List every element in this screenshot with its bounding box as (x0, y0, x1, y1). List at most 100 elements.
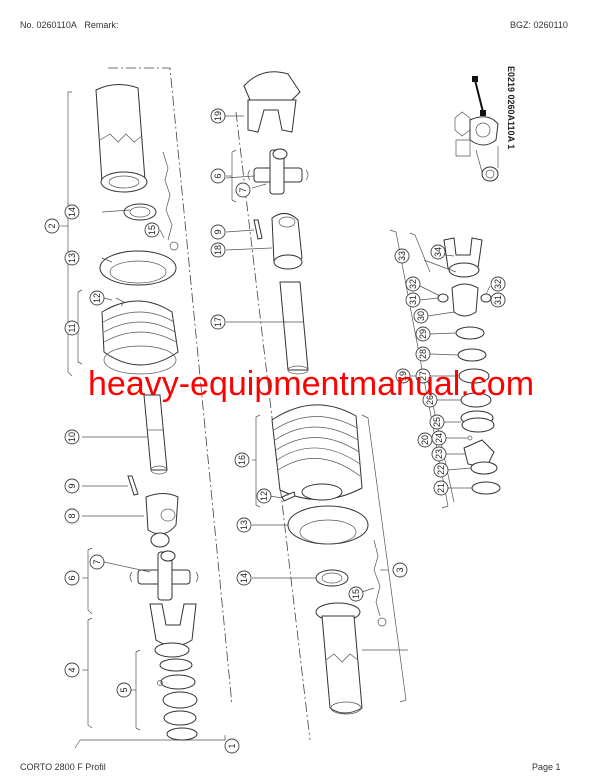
svg-text:20: 20 (420, 435, 430, 445)
svg-text:25: 25 (432, 417, 442, 427)
callout-10: 10 (64, 429, 80, 445)
bellows-center (271, 404, 363, 501)
callout-9-left: 9 (64, 478, 80, 494)
svg-text:26: 26 (425, 395, 435, 405)
protection-cone-left (99, 250, 177, 286)
svg-text:27: 27 (418, 371, 428, 381)
safety-chain-center (373, 539, 387, 627)
callout-26: 26 (422, 392, 438, 408)
svg-text:24: 24 (434, 433, 444, 443)
svg-text:9: 9 (67, 483, 77, 488)
svg-text:16: 16 (237, 455, 247, 465)
callout-12-left: 12 (89, 290, 105, 306)
outer-profile-tube-center (279, 281, 309, 375)
bearing-ring-left (123, 203, 157, 221)
callout-12-center: 12 (256, 488, 272, 504)
callout-19-top: 19 (210, 108, 226, 124)
figure-code: E0219 0260A110A 1 (506, 66, 516, 150)
callout-2: 2 (44, 218, 60, 234)
callout-16: 16 (234, 452, 250, 468)
svg-text:5: 5 (119, 687, 129, 692)
cross-journal-center (247, 148, 309, 195)
svg-text:13: 13 (239, 520, 249, 530)
svg-text:23: 23 (434, 449, 444, 459)
clutch-rings-left (157, 658, 198, 741)
callout-15-left: 15 (144, 222, 160, 238)
callout-15-center: 15 (348, 586, 364, 602)
protection-cone-center (287, 505, 369, 545)
svg-text:19: 19 (398, 371, 408, 381)
remark-label: Remark: (84, 20, 119, 30)
page-number: Page 1 (532, 762, 561, 772)
callout-20: 20 (417, 432, 433, 448)
callout-1: 1 (224, 738, 240, 754)
callout-25: 25 (429, 414, 445, 430)
svg-text:31: 31 (408, 295, 418, 305)
svg-text:15: 15 (351, 589, 361, 599)
cross-journal-left (129, 550, 199, 601)
svg-text:32: 32 (493, 279, 503, 289)
svg-text:10: 10 (67, 432, 77, 442)
callout-9-center: 9 (210, 224, 226, 240)
callout-27: 27 (415, 368, 431, 384)
callout-31-left: 31 (405, 292, 421, 308)
svg-text:31: 31 (493, 295, 503, 305)
callout-17: 17 (210, 314, 226, 330)
callout-4: 4 (64, 662, 80, 678)
document-number: No. 0260110A Remark: (20, 20, 118, 30)
outer-tube-left (95, 84, 148, 193)
assembly-outline (74, 67, 311, 749)
callout-23: 23 (431, 446, 447, 462)
callout-29: 29 (415, 326, 431, 342)
svg-text:28: 28 (418, 349, 428, 359)
svg-text:11: 11 (67, 323, 77, 332)
svg-text:32: 32 (408, 279, 418, 289)
safety-chain-left (162, 151, 179, 251)
svg-text:14: 14 (239, 573, 249, 583)
bellows-left (101, 297, 179, 375)
callout-6-left: 6 (64, 570, 80, 586)
callout-32-right: 32 (490, 276, 506, 292)
callout-18: 18 (210, 242, 226, 258)
callout-6-center: 6 (210, 168, 226, 184)
svg-text:19: 19 (213, 111, 223, 121)
callout-19-right: 19 (395, 368, 411, 384)
leader-lines (82, 115, 492, 651)
svg-text:7: 7 (92, 559, 102, 564)
svg-text:17: 17 (213, 317, 223, 327)
callout-14-left: 14 (64, 204, 80, 220)
tube-yoke-center (271, 213, 303, 270)
bearing-ring-center (315, 569, 349, 587)
callout-24: 24 (431, 430, 447, 446)
svg-text:29: 29 (418, 329, 428, 339)
callout-31-right: 31 (490, 292, 506, 308)
svg-text:21: 21 (436, 483, 446, 493)
callout-34: 34 (430, 244, 446, 260)
model-name: CORTO 2800 F Profil (20, 762, 106, 772)
svg-text:9: 9 (213, 229, 223, 234)
clutch-housing-right (437, 283, 492, 317)
callout-14-center: 14 (236, 570, 252, 586)
wide-angle-yoke-right (443, 237, 483, 278)
wide-angle-yoke-left (149, 603, 197, 658)
bgz-number: BGZ: 0260110 (510, 20, 568, 30)
callout-30: 30 (413, 308, 429, 324)
callout-33: 33 (394, 248, 410, 264)
callout-22: 22 (433, 462, 449, 478)
svg-text:12: 12 (92, 293, 102, 303)
outer-tube-center (315, 602, 363, 715)
svg-text:6: 6 (213, 173, 223, 178)
svg-text:12: 12 (259, 491, 269, 501)
callout-13-left: 13 (64, 250, 80, 266)
tractor-yoke-top (243, 71, 301, 133)
callout-8: 8 (64, 508, 80, 524)
svg-text:2: 2 (47, 223, 57, 228)
svg-text:22: 22 (436, 465, 446, 475)
callout-13-center: 13 (236, 517, 252, 533)
tube-yoke-left (145, 493, 179, 548)
svg-text:1: 1 (227, 743, 237, 748)
watermark-text: heavy-equipmentmanual.com (88, 365, 535, 403)
callout-32-left: 32 (405, 276, 421, 292)
svg-text:4: 4 (67, 667, 77, 672)
